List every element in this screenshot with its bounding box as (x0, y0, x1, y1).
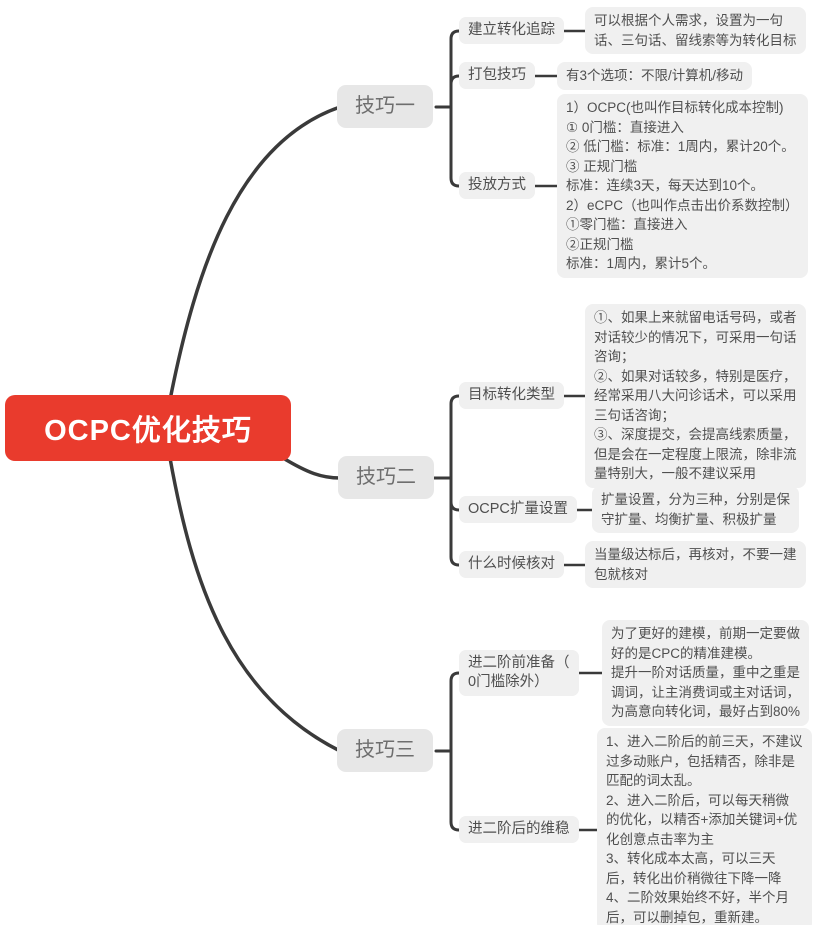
subtopic-pre-stage2-prep[interactable]: 进二阶前准备（ 0门槛除外） (459, 650, 579, 696)
detail-post-stage2-maintain-content[interactable]: 1、进入二阶后的前三天，不建议 过多动账户，包括精否，除非是 匹配的词太乱。 2… (597, 728, 812, 925)
detail-ocpc-expansion-content[interactable]: 扩量设置，分为三种，分别是保 守扩量、均衡扩量、积极扩量 (592, 486, 799, 533)
root-to-branch2-curve (281, 456, 342, 480)
detail-delivery-mode-content[interactable]: 1）OCPC(也叫作目标转化成本控制) ① 0门槛：直接进入 ② 低门槛：标准：… (557, 94, 808, 278)
subtopic-post-stage2-maintain[interactable]: 进二阶后的维稳 (459, 816, 579, 843)
root-topic[interactable]: OCPC优化技巧 (5, 395, 291, 461)
branch-topic-tip1[interactable]: 技巧一 (337, 85, 433, 128)
detail-target-conversion-type-content[interactable]: ①、如果上来就留电话号码，或者 对话较少的情况下，可采用一句话 咨询； ②、如果… (585, 304, 806, 488)
detail-packaging-tips-content[interactable]: 有3个选项：不限/计算机/移动 (557, 62, 753, 90)
root-to-branch1-curve (168, 105, 342, 402)
detail-conversion-tracking-content[interactable]: 可以根据个人需求，设置为一句 话、三句话、留线索等为转化目标 (585, 7, 806, 54)
root-to-branch3-curve (168, 456, 342, 753)
branch-topic-tip3[interactable]: 技巧三 (337, 729, 433, 772)
subtopic-packaging-tips[interactable]: 打包技巧 (459, 62, 535, 89)
branch2-child1-connector (449, 394, 468, 480)
subtopic-when-to-verify[interactable]: 什么时候核对 (459, 551, 564, 578)
branch1-child1-connector (449, 29, 468, 109)
subtopic-target-conversion-type[interactable]: 目标转化类型 (459, 382, 564, 409)
detail-when-to-verify-content[interactable]: 当量级达标后，再核对，不要一建 包就核对 (585, 541, 806, 588)
subtopic-conversion-tracking[interactable]: 建立转化追踪 (459, 17, 564, 44)
branch-topic-tip2[interactable]: 技巧二 (338, 456, 434, 499)
detail-pre-stage2-prep-content[interactable]: 为了更好的建模，前期一定要做 好的是CPC的精准建模。 提升一阶对话质量，重中之… (602, 620, 810, 726)
branch1-child2-connector (449, 74, 468, 109)
branch1-child3-connector (449, 105, 468, 188)
branch2-child3-connector (449, 476, 468, 567)
subtopic-ocpc-expansion[interactable]: OCPC扩量设置 (459, 496, 577, 523)
branch3-child2-connector (449, 749, 468, 832)
branch3-child1-connector (449, 671, 468, 753)
subtopic-delivery-mode[interactable]: 投放方式 (459, 172, 535, 199)
